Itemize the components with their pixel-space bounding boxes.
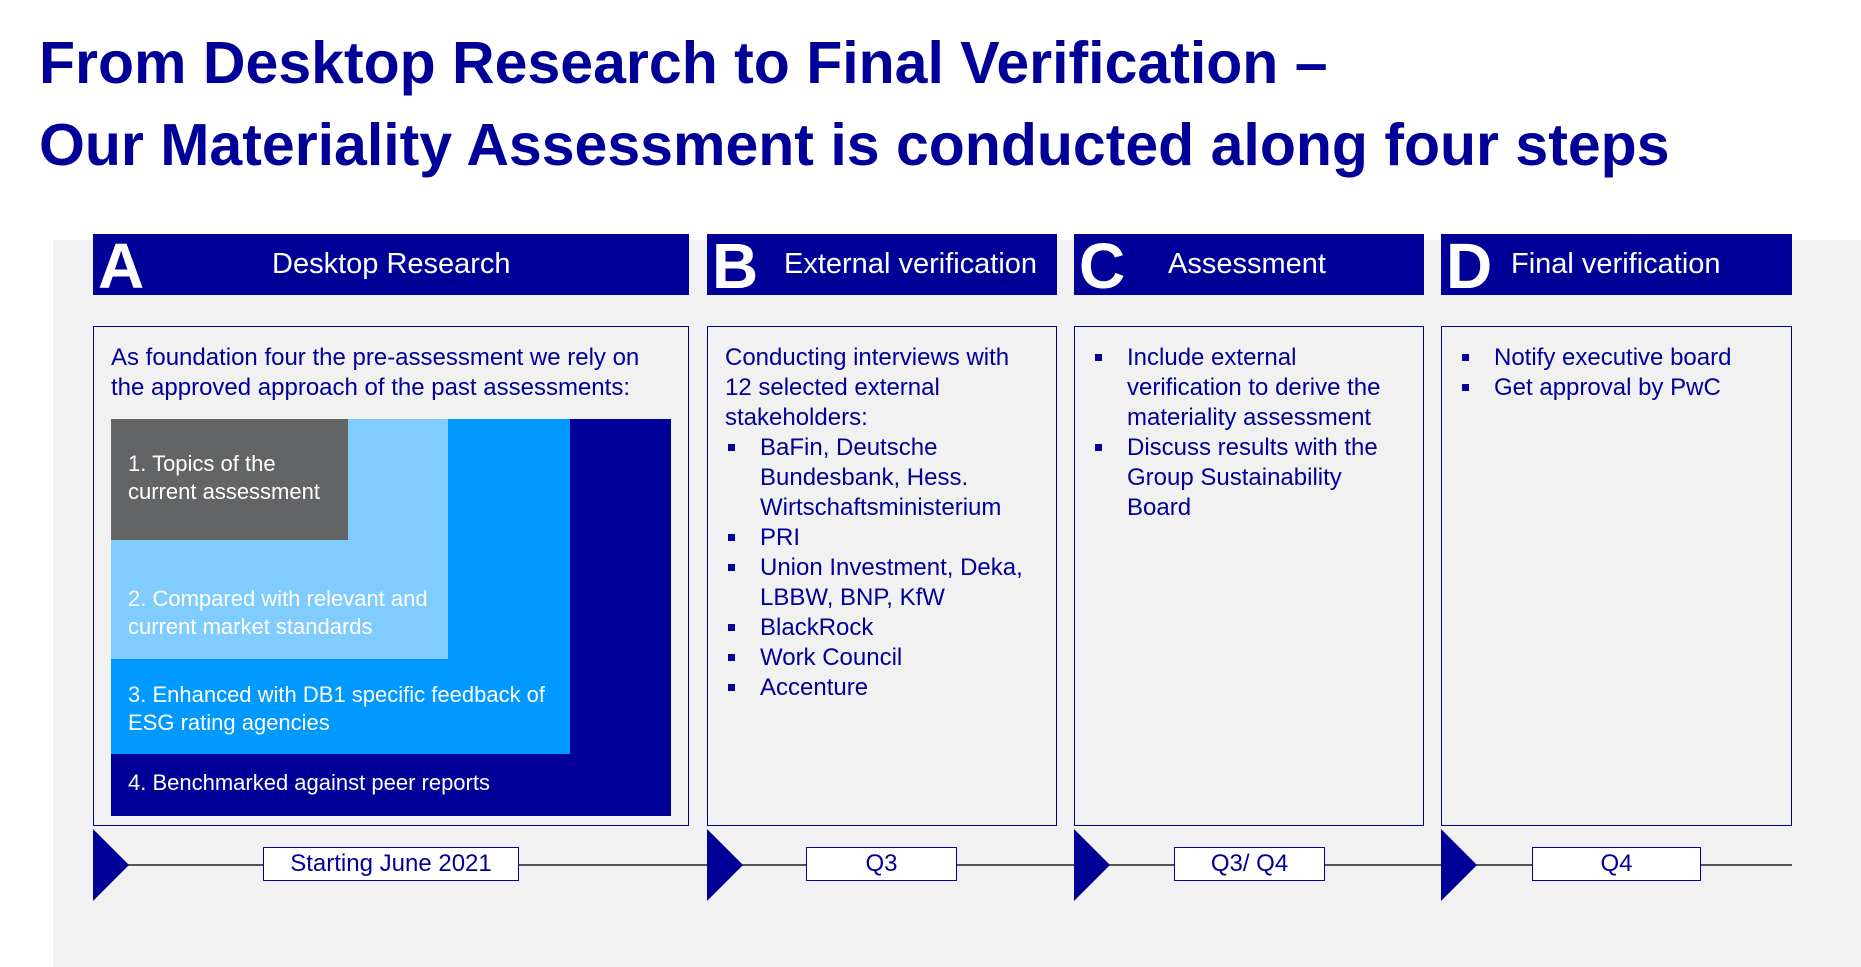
list-item: Notify executive board [1459, 343, 1769, 373]
step-b-stakeholder-list: BaFin, Deutsche Bundesbank, Hess. Wirtsc… [725, 433, 1045, 703]
layer-1-current-topics: 1. Topics of the current assessment [111, 419, 348, 540]
step-c-timing: Q3/ Q4 [1174, 847, 1325, 881]
step-a-title: Desktop Research [272, 248, 511, 280]
step-a-timing: Starting June 2021 [263, 847, 519, 881]
list-item: Discuss results with the Group Sustainab… [1092, 433, 1392, 523]
step-d-title: Final verification [1511, 248, 1721, 280]
step-c-title: Assessment [1168, 248, 1326, 280]
step-d-list: Notify executive board Get approval by P… [1459, 343, 1769, 403]
step-b-letter: B [712, 230, 759, 302]
step-b-content: Conducting interviews with 12 selected e… [707, 326, 1057, 826]
list-item: BlackRock [725, 613, 1045, 643]
step-c-header: C Assessment [1074, 230, 1424, 302]
timeline-line [128, 864, 1792, 866]
layer-4-label: 4. Benchmarked against peer reports [128, 770, 490, 795]
timeline-arrow-c [1074, 829, 1110, 901]
timeline-arrow-a [93, 829, 129, 901]
step-c-content: Include external verification to derive … [1074, 326, 1424, 826]
step-d-letter: D [1446, 230, 1493, 302]
step-a-letter: A [98, 230, 145, 302]
page-title: From Desktop Research to Final Verificat… [39, 22, 1670, 186]
list-item: Get approval by PwC [1459, 373, 1769, 403]
layer-3-label: 3. Enhanced with DB1 specific feedback o… [128, 682, 546, 735]
timeline-arrow-b [707, 829, 743, 901]
list-item: Work Council [725, 643, 1045, 673]
title-line-2: Our Materiality Assessment is conducted … [39, 112, 1670, 178]
list-item: Union Investment, Deka, LBBW, BNP, KfW [725, 553, 1045, 613]
list-item: BaFin, Deutsche Bundesbank, Hess. Wirtsc… [725, 433, 1045, 523]
list-item: Include external verification to derive … [1092, 343, 1392, 433]
layer-2-label: 2. Compared with relevant and current ma… [128, 586, 428, 639]
step-d-timing: Q4 [1532, 847, 1701, 881]
title-line-1: From Desktop Research to Final Verificat… [39, 30, 1328, 96]
timeline-arrow-d [1441, 829, 1477, 901]
step-d-header: D Final verification [1441, 230, 1792, 302]
step-b-timing: Q3 [806, 847, 957, 881]
step-a-content: As foundation four the pre-assessment we… [93, 326, 689, 826]
step-b-header: B External verification [707, 230, 1057, 302]
step-a-intro: As foundation four the pre-assessment we… [111, 344, 640, 401]
layer-1-label: 1. Topics of the current assessment [128, 451, 320, 504]
step-c-letter: C [1079, 230, 1126, 302]
step-c-list: Include external verification to derive … [1092, 343, 1392, 523]
list-item: Accenture [725, 673, 1045, 703]
step-a-header: A Desktop Research [93, 230, 689, 302]
step-d-content: Notify executive board Get approval by P… [1441, 326, 1792, 826]
list-item: PRI [725, 523, 1045, 553]
step-b-intro: Conducting interviews with 12 selected e… [725, 344, 1010, 431]
step-b-title: External verification [784, 248, 1038, 280]
